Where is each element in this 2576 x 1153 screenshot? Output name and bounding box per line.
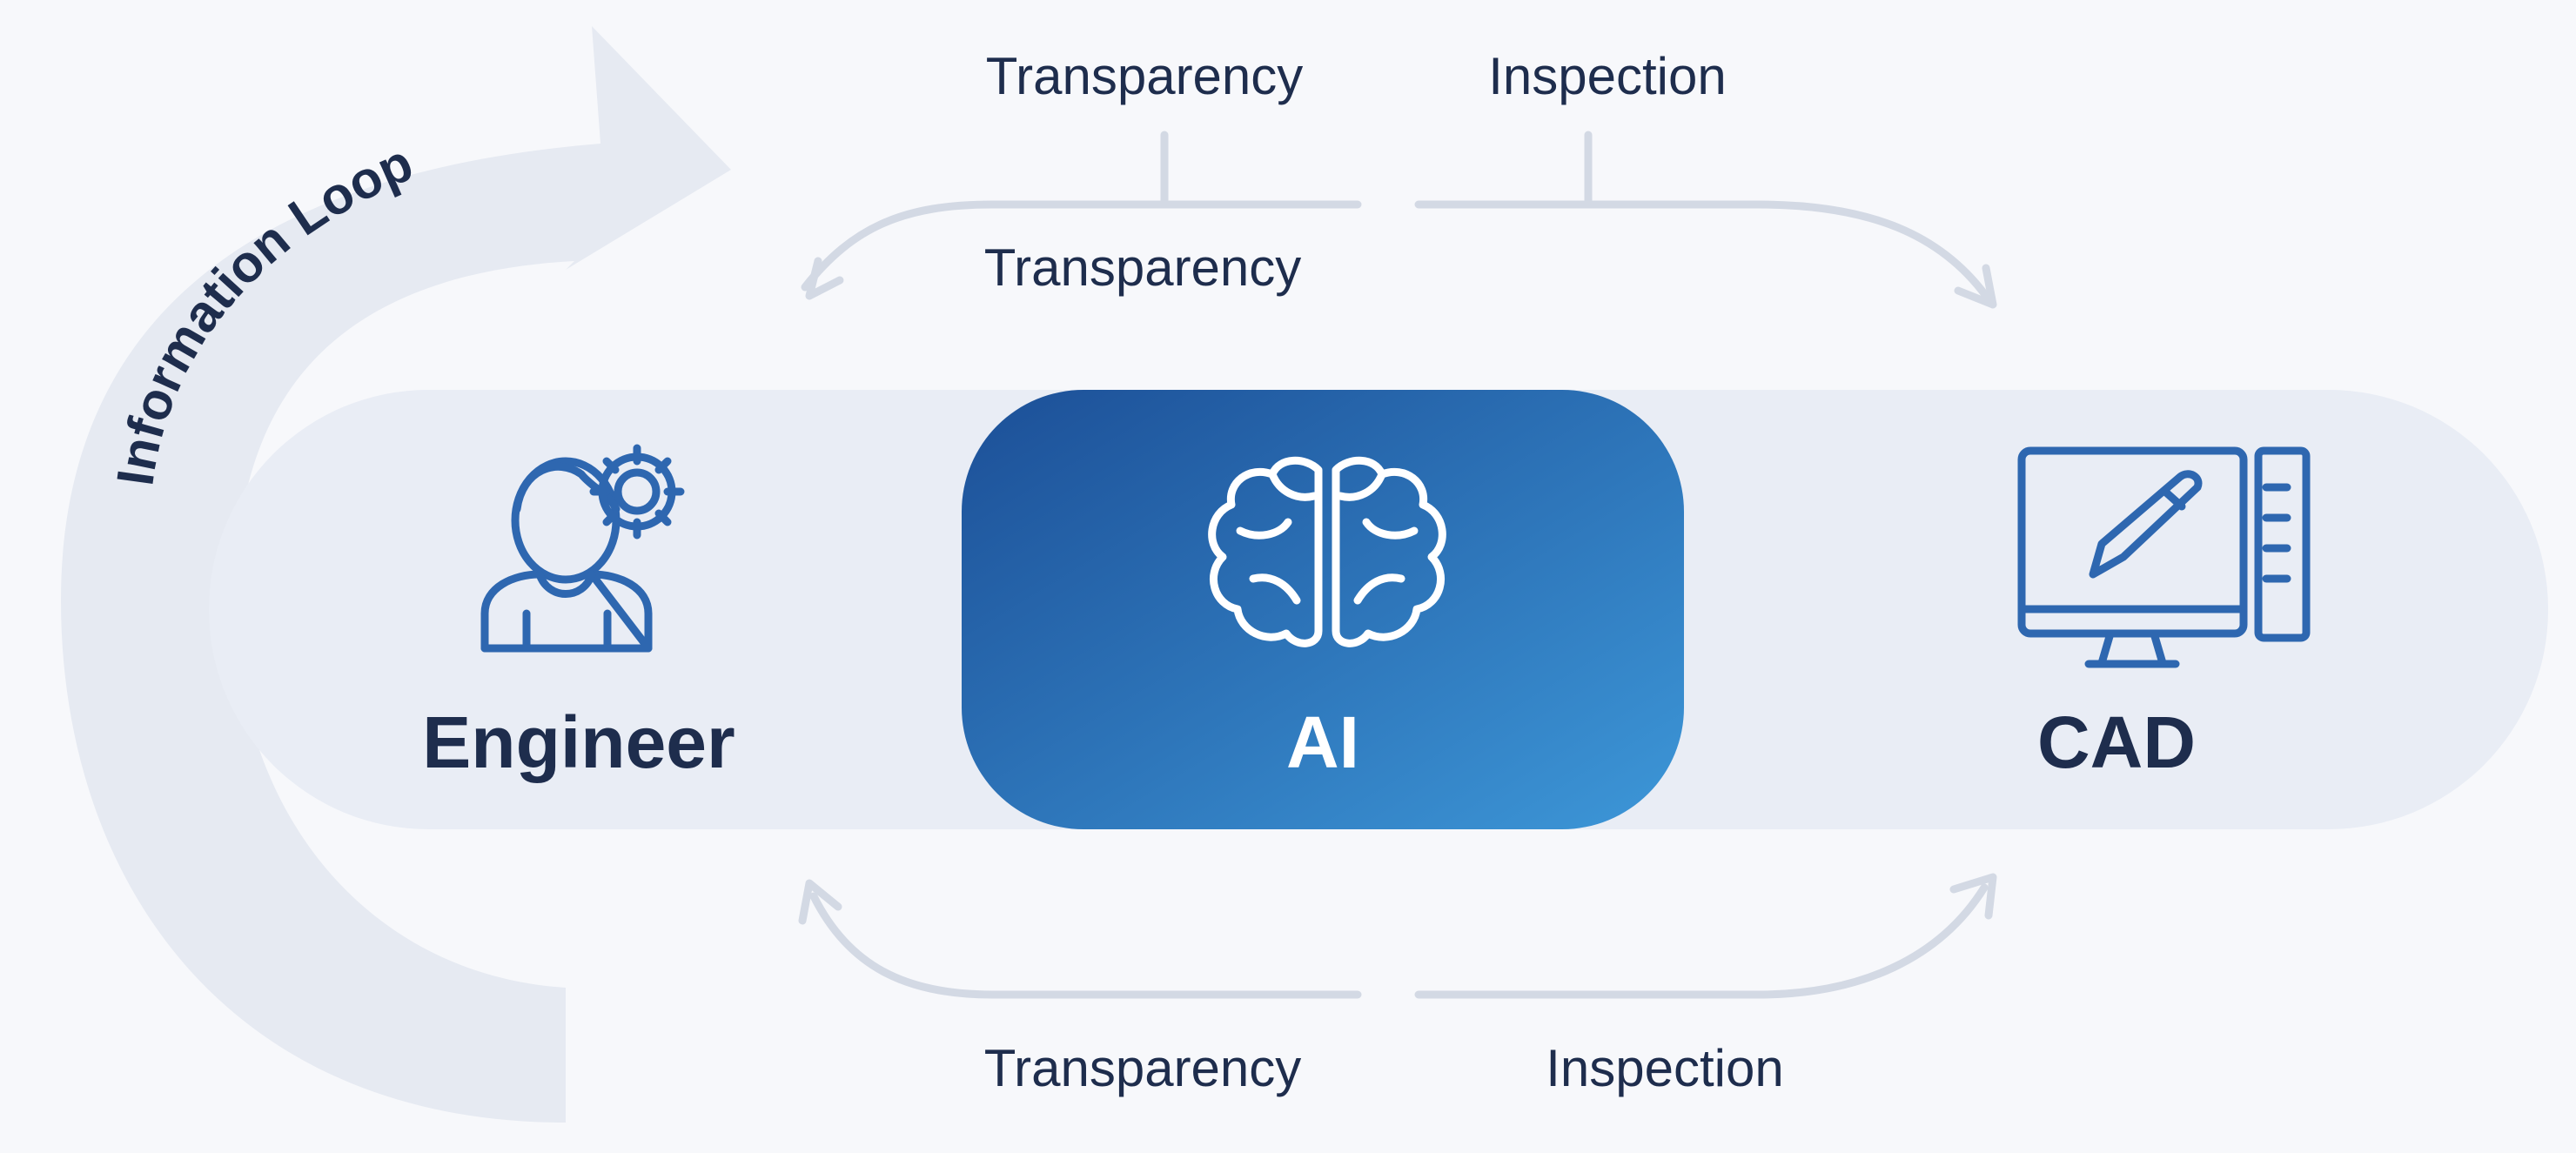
ai-node: AI [962,390,1684,829]
cad-workstation-icon [2017,446,2311,668]
bottom-arrow-left-head [798,879,842,925]
bottom-arrow-left-path [809,892,1362,999]
inner-transparency-label: Transparency [984,238,1302,297]
bottom-inspection-label: Inspection [1546,1039,1784,1097]
engineer-label: Engineer [422,701,735,783]
top-arrow-left-path [801,200,1362,292]
bottom-connector [798,873,1997,999]
brain-icon [1208,456,1446,647]
top-arrow-left-head [805,257,844,300]
top-inspection-label: Inspection [1488,47,1727,105]
bottom-arrow-right-path [1414,883,1989,999]
ai-label: AI [1286,701,1359,783]
cad-node: CAD [2017,446,2311,783]
ai-box [962,390,1684,829]
bottom-transparency-label: Transparency [984,1039,1302,1097]
cad-label: CAD [2037,701,2196,783]
bottom-arrow-right-head [1949,873,1997,920]
top-arrow-right-head [1954,264,1997,309]
engineer-node: Engineer [422,444,735,783]
top-arrow-right-path [1414,200,1990,300]
top-transparency-label: Transparency [986,47,1304,105]
engineer-gear-icon [480,444,685,653]
top-connector [801,131,1997,309]
